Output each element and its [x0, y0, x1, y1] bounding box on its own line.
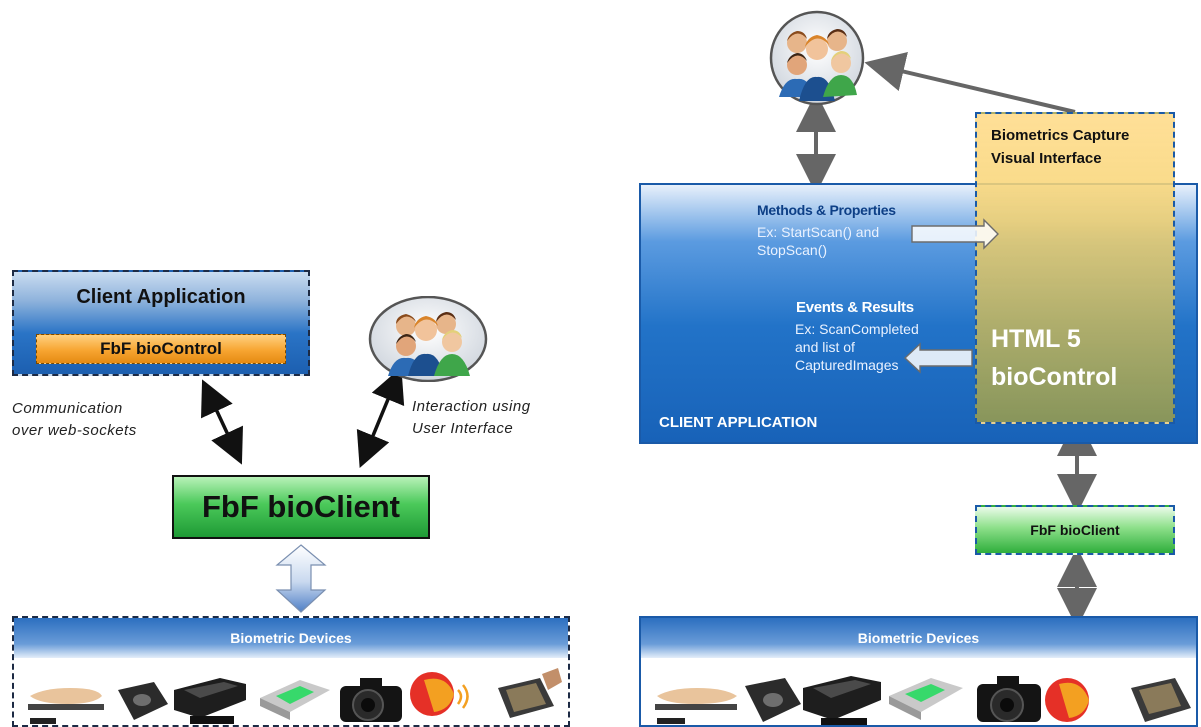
ui-note-line2: User Interface — [412, 420, 514, 437]
html5-line1: HTML 5 — [991, 325, 1081, 353]
document-scanner-icon — [803, 676, 881, 725]
methods-line1: Ex: StartScan() and — [757, 224, 880, 240]
websocket-note: Communication over web-sockets — [12, 398, 137, 442]
bioclient-box-right: FbF bioClient — [975, 505, 1175, 555]
four-finger-scanner-icon — [889, 678, 963, 720]
methods-line2: StopScan() — [757, 242, 828, 258]
camera-icon — [340, 678, 402, 722]
signature-pad-icon — [1131, 678, 1191, 722]
document-scanner-icon — [174, 678, 246, 724]
voice-icon — [410, 672, 469, 716]
fingerprint-reader-icon — [118, 682, 168, 720]
events-arrow — [903, 342, 973, 374]
device-icons-row-right — [655, 676, 1191, 725]
methods-title: Methods & Properties — [757, 202, 896, 218]
palm-scanner-icon — [655, 688, 737, 724]
events-line1: Ex: ScanCompleted — [795, 321, 919, 337]
biometric-devices-header: Biometric Devices — [14, 618, 568, 658]
client-application-label: CLIENT APPLICATION — [659, 414, 818, 431]
signature-pad-icon — [498, 668, 562, 718]
websocket-note-line1: Communication — [12, 400, 123, 417]
html5-line2: bioControl — [991, 363, 1118, 391]
ui-note-line1: Interaction using — [412, 398, 531, 415]
ui-note: Interaction using User Interface — [412, 396, 531, 440]
biocontrol-bar: FbF bioControl — [36, 334, 286, 364]
ui-interaction-arrow — [356, 367, 405, 468]
biometric-devices-panel-right: Biometric Devices — [639, 616, 1198, 727]
capture-title: Biometrics Capture Visual Interface — [991, 127, 1130, 167]
html5-biocontrol-label: HTML 5 bioControl — [991, 320, 1166, 396]
methods-text: Ex: StartScan() and StopScan() — [757, 223, 879, 259]
four-finger-scanner-icon — [260, 680, 330, 720]
websocket-note-line2: over web-sockets — [12, 422, 137, 439]
events-text: Ex: ScanCompleted and list of CapturedIm… — [795, 320, 919, 374]
events-line3: CapturedImages — [795, 357, 899, 373]
voice-icon — [1045, 678, 1089, 722]
biometric-devices-panel: Biometric Devices — [12, 616, 570, 727]
client-application-title: Client Application — [76, 286, 246, 308]
capture-to-people-arrow — [864, 52, 1076, 114]
events-line2: and list of — [795, 339, 855, 355]
fingerprint-reader-icon — [745, 678, 801, 722]
devices-double-arrow — [275, 544, 327, 613]
people-group-icon — [366, 295, 490, 383]
bioclient-box: FbF bioClient — [172, 475, 430, 539]
people-group-icon — [765, 9, 869, 107]
palm-scanner-icon — [28, 688, 104, 724]
capture-visual-interface-panel: Biometrics Capture Visual Interface HTML… — [975, 112, 1175, 424]
methods-arrow — [911, 218, 999, 250]
events-title: Events & Results — [796, 299, 914, 316]
device-icons-row — [28, 668, 562, 724]
biometric-devices-header-right: Biometric Devices — [641, 618, 1196, 658]
client-application-box: Client Application FbF bioControl — [12, 270, 310, 376]
websocket-arrow — [201, 379, 243, 465]
camera-icon — [977, 676, 1041, 722]
